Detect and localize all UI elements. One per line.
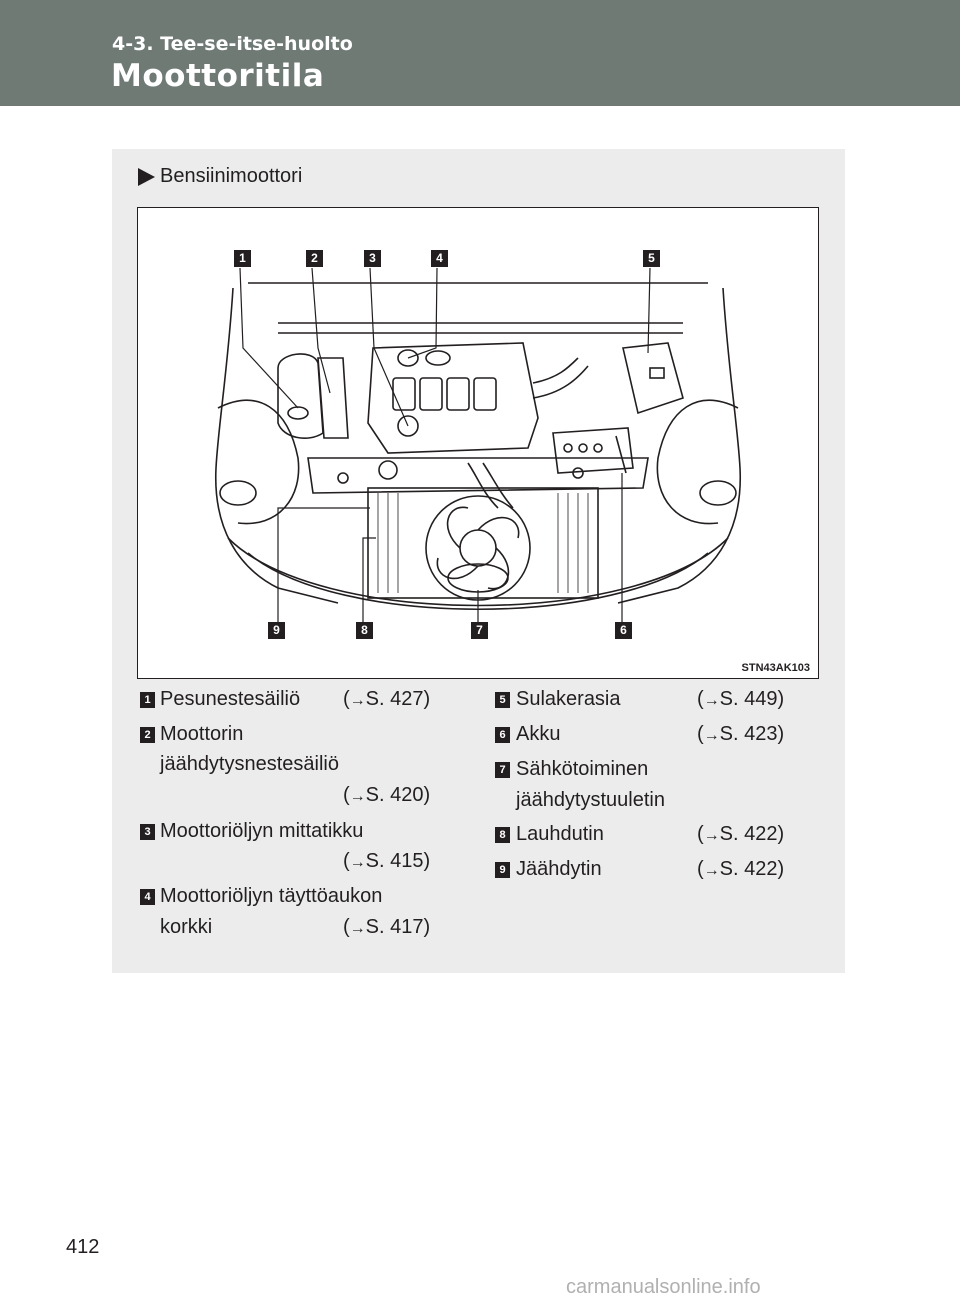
figure-code: STN43AK103 xyxy=(741,662,810,674)
engine-bay-illustration: 1 2 3 4 5 6 7 8 9 STN43AK103 xyxy=(137,207,819,679)
legend-label: Jäähdytin xyxy=(516,858,602,880)
legend-label-line2: korkki xyxy=(160,916,213,938)
legend-label: Sähkötoiminen xyxy=(516,758,649,780)
page-number: 412 xyxy=(66,1236,100,1258)
callout-2: 2 xyxy=(306,250,323,267)
legend-number: 6 xyxy=(495,727,510,743)
page-reference: (→S. 415) xyxy=(343,850,431,872)
legend-label: Akku xyxy=(516,723,561,745)
page-reference: (→S. 422) xyxy=(697,823,785,845)
callout-5: 5 xyxy=(643,250,660,267)
page-reference: (→S. 427) xyxy=(343,688,431,710)
legend-label: Sulakerasia xyxy=(516,688,621,710)
legend-number: 3 xyxy=(140,824,155,840)
page-reference: (→S. 449) xyxy=(697,688,785,710)
page-header: 4-3. Tee-se-itse-huolto Moottoritila xyxy=(0,0,960,106)
callout-4: 4 xyxy=(431,250,448,267)
page-reference: (→S. 417) xyxy=(343,916,431,938)
callout-8: 8 xyxy=(356,622,373,639)
legend-number: 8 xyxy=(495,827,510,843)
legend-number: 2 xyxy=(140,727,155,743)
legend-label: Pesunestesäiliö xyxy=(160,688,301,710)
page-title: Moottoritila xyxy=(111,58,325,94)
legend-label-line2: jäähdytysnestesäiliö xyxy=(160,753,339,775)
legend-number: 1 xyxy=(140,692,155,708)
legend-label-line2: jäähdytystuuletin xyxy=(516,789,665,811)
callout-3: 3 xyxy=(364,250,381,267)
figure-subtitle-text: Bensiinimoottori xyxy=(160,165,303,187)
watermark[interactable]: carmanualsonline.info xyxy=(566,1276,761,1298)
figure-subtitle: Bensiinimoottori xyxy=(138,165,302,188)
callout-9: 9 xyxy=(268,622,285,639)
legend-number: 7 xyxy=(495,762,510,778)
engine-bay-drawing xyxy=(214,267,742,626)
callout-6: 6 xyxy=(615,622,632,639)
legend-label: Moottorin xyxy=(160,723,244,745)
legend-label: Moottoriöljyn mittatikku xyxy=(160,820,364,842)
callout-7: 7 xyxy=(471,622,488,639)
page-reference: (→S. 422) xyxy=(697,858,785,880)
legend-number: 9 xyxy=(495,862,510,878)
legend-number: 4 xyxy=(140,889,155,905)
section-heading: 4-3. Tee-se-itse-huolto xyxy=(112,33,353,55)
callout-1: 1 xyxy=(234,250,251,267)
legend-label: Lauhdutin xyxy=(516,823,604,845)
page-reference: (→S. 420) xyxy=(343,784,431,806)
legend-label: Moottoriöljyn täyttöaukon xyxy=(160,885,383,907)
legend-number: 5 xyxy=(495,692,510,708)
triangle-bullet-icon xyxy=(138,167,155,186)
page-reference: (→S. 423) xyxy=(697,723,785,745)
